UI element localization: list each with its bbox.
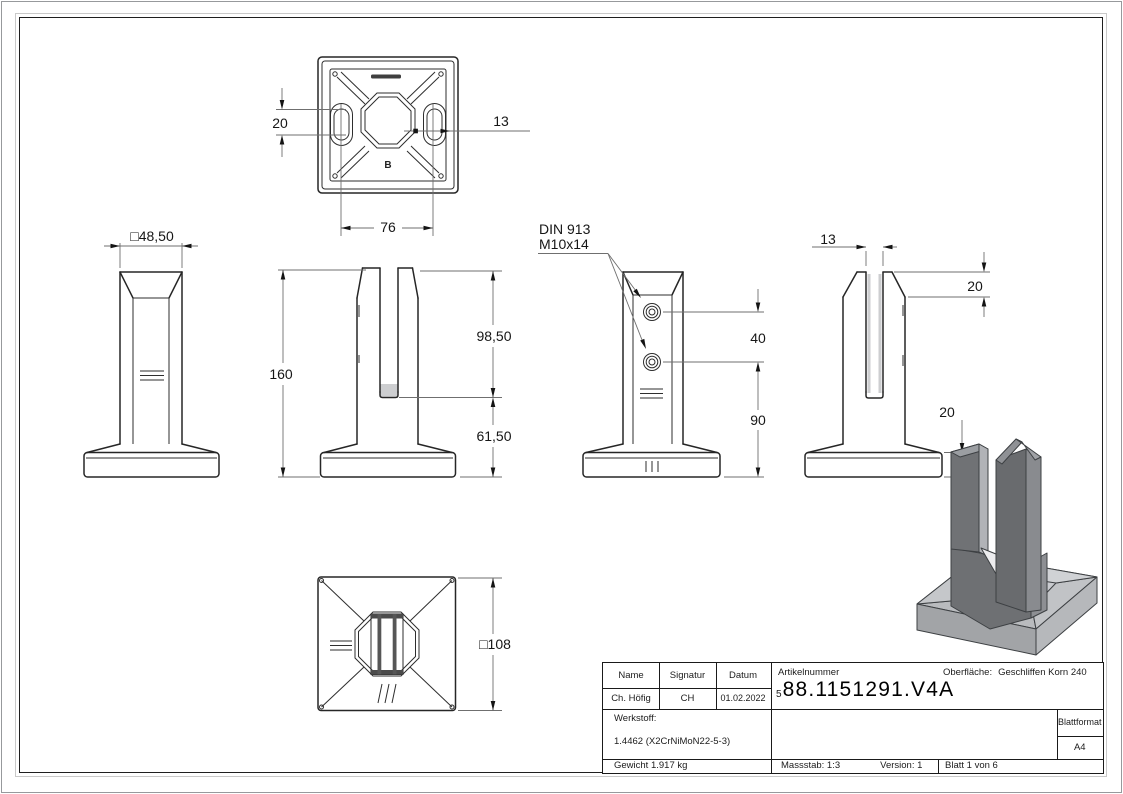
bottom-view: □108 [317, 576, 511, 712]
dim-right-base-height: 20 [939, 404, 955, 420]
artikelnummer-label: Artikelnummer [778, 666, 840, 678]
oberflaeche-value: Geschliffen Korn 240 [998, 666, 1087, 678]
left-side-view: □48,50 [83, 228, 220, 478]
dim-front-lower-height: 61,50 [476, 428, 511, 444]
dim-bottom-base-width: □108 [479, 636, 511, 652]
massstab-version: Massstab: 1:3 Version: 1 [781, 759, 938, 774]
blattformat-label: Blattformat [1057, 717, 1102, 727]
dim-top-glass-gap: 13 [493, 113, 509, 129]
gewicht: Gewicht 1.917 kg [614, 760, 688, 772]
dim-front-total-height: 160 [269, 366, 293, 382]
oberflaeche: Oberfläche: Geschliffen Korn 240 [943, 665, 1087, 679]
dim-back-screw-spacing: 40 [750, 330, 766, 346]
artikelnummer-value: 88.1151291.V4A [782, 678, 955, 701]
dim-right-chamfer-height: 20 [967, 278, 983, 294]
screw-note-line1: DIN 913 [539, 221, 591, 237]
dim-top-hole-spacing: 76 [380, 219, 396, 235]
header-name: Name [618, 669, 644, 681]
werkstoff-value: 1.4462 (X2CrNiMoN22-5-3) [614, 735, 731, 747]
value-signatur: CH [680, 692, 695, 704]
drawing-frame-shadow [15, 13, 1107, 777]
dim-top-slot-height: 20 [272, 115, 288, 131]
dim-right-slot-width: 13 [820, 231, 836, 247]
right-side-view: 13 20 20 [804, 231, 990, 497]
screw-note-line2: M10x14 [539, 236, 589, 252]
dim-left-post-width: □48,50 [130, 228, 174, 244]
version: Version: 1 [880, 760, 923, 772]
massstab: Massstab: 1:3 [781, 760, 841, 772]
header-signatur: Signatur [669, 669, 706, 681]
artikelnummer: 5 88.1151291.V4A [776, 678, 954, 708]
oberflaeche-label: Oberfläche: [943, 666, 993, 678]
engraving-text [371, 74, 401, 79]
iso-3d-view [916, 438, 1098, 656]
artikelnummer-prefix: 5 [776, 689, 782, 700]
dim-back-lower-screw-height: 90 [750, 412, 766, 428]
title-block: Name Signatur Datum Ch. Höfig CH 01.02.2… [602, 662, 1104, 774]
front-view: 160 98,50 61,50 [269, 267, 512, 478]
back-view: DIN 913 M10x14 40 90 [538, 221, 766, 478]
value-datum: 01.02.2022 [720, 693, 766, 703]
blattformat-value: A4 [1073, 741, 1086, 753]
dim-front-slot-depth: 98,50 [476, 328, 511, 344]
logo-mark: B [384, 160, 391, 171]
blatt: Blatt 1 von 6 [945, 760, 998, 772]
header-datum: Datum [729, 669, 757, 681]
top-view: B 20 13 76 [272, 56, 530, 236]
werkstoff-label: Werkstoff: [614, 712, 657, 724]
value-name: Ch. Höfig [611, 692, 651, 704]
drawing-frame [19, 17, 1103, 773]
